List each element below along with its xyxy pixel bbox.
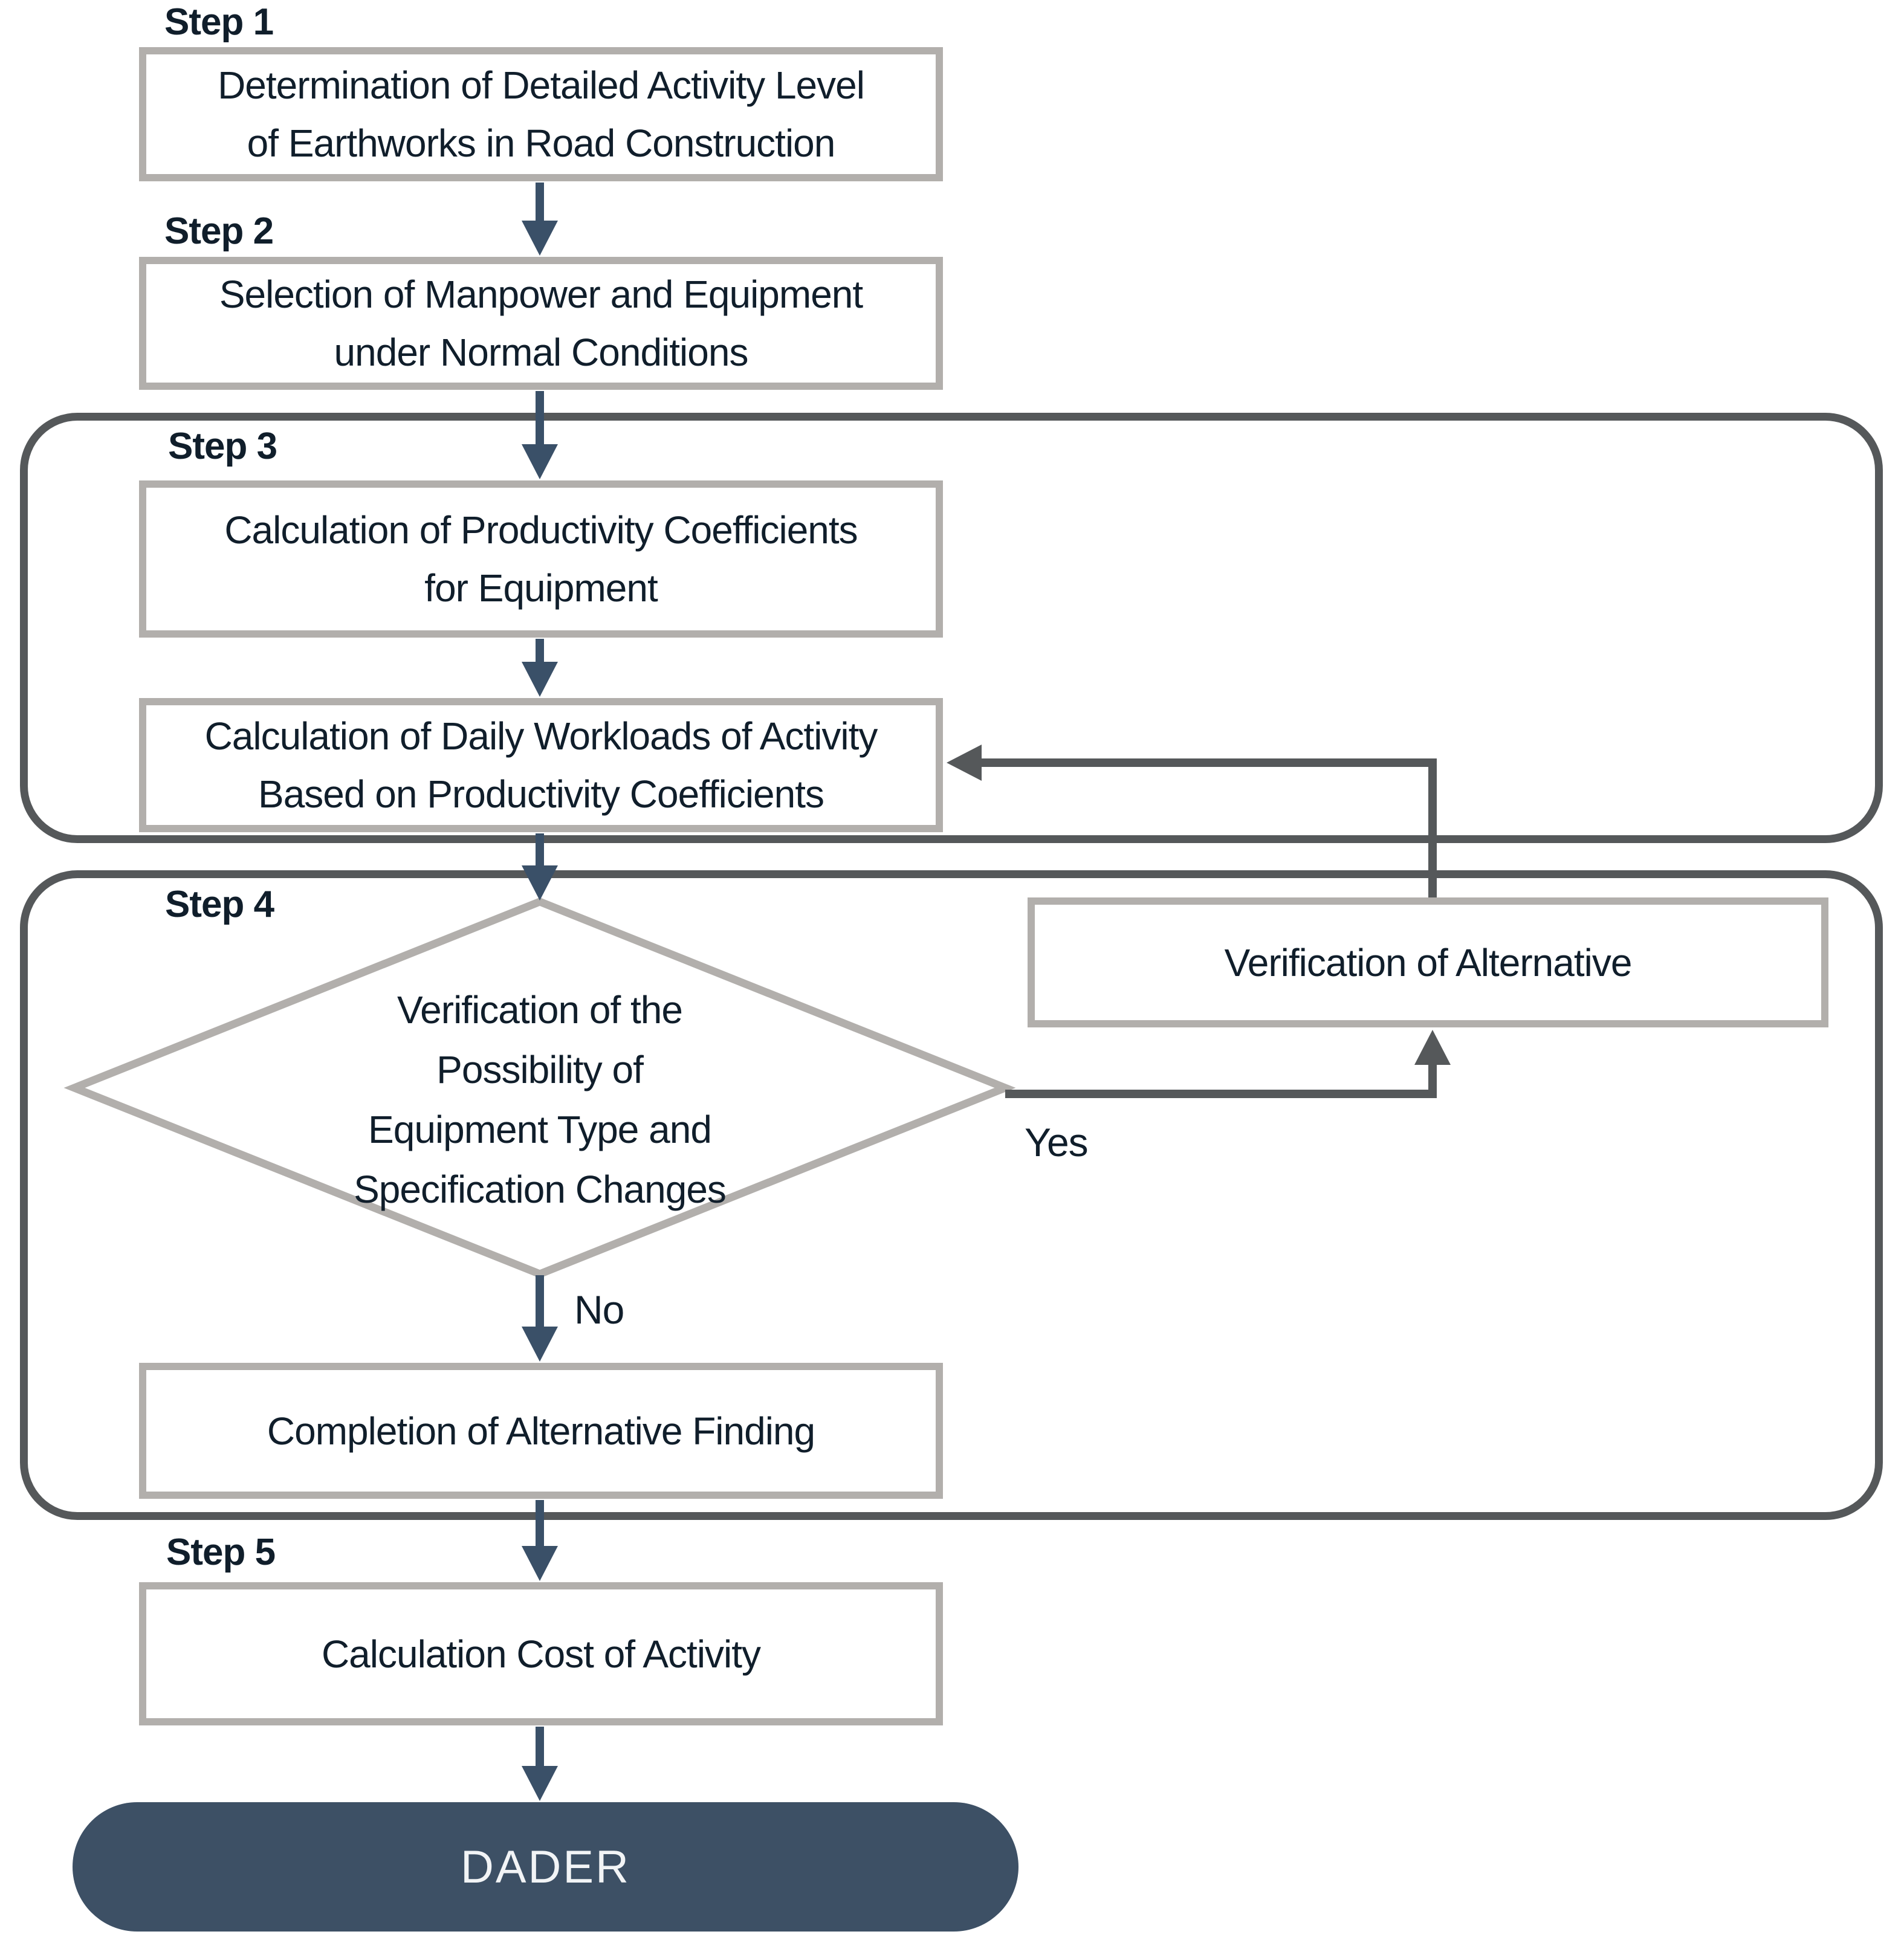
dader-terminal-pill: DADER	[73, 1802, 1018, 1932]
decision-line3: Equipment Type and	[368, 1108, 712, 1151]
step1-box-line2: of Earthworks in Road Construction	[247, 121, 836, 165]
step1-label: Step 1	[164, 1, 274, 43]
step1-process-box: Determination of Detailed Activity Level…	[139, 47, 943, 181]
step3-workload-box: Calculation of Daily Workloads of Activi…	[139, 698, 943, 832]
step5-process-box: Calculation Cost of Activity	[139, 1582, 943, 1725]
workload-box-line2: Based on Productivity Coefficients	[258, 772, 824, 816]
decision-line4: Specification Changes	[354, 1168, 727, 1211]
step1-box-line1: Determination of Detailed Activity Level	[218, 63, 865, 107]
step2-process-box: Selection of Manpower and Equipment unde…	[139, 257, 943, 390]
alternative-box-text: Verification of Alternative	[1224, 940, 1633, 984]
step4-group-container	[20, 870, 1883, 1520]
flow-arrow-step5-to-dader	[522, 1727, 558, 1801]
step3-productivity-box: Calculation of Productivity Coefficients…	[139, 480, 943, 638]
productivity-box-line1: Calculation of Productivity Coefficients	[224, 508, 858, 552]
step4-label: Step 4	[165, 884, 274, 925]
step2-label: Step 2	[164, 210, 274, 252]
step2-box-line1: Selection of Manpower and Equipment	[219, 273, 863, 316]
alternative-verification-box: Verification of Alternative	[1028, 897, 1828, 1027]
workload-box-line1: Calculation of Daily Workloads of Activi…	[204, 714, 878, 758]
step2-box-line2: under Normal Conditions	[334, 331, 749, 374]
completion-box: Completion of Alternative Finding	[139, 1363, 943, 1499]
flow-arrow-step1-to-step2	[522, 183, 558, 256]
decision-line2: Possibility of	[436, 1048, 644, 1091]
productivity-box-line2: for Equipment	[424, 566, 658, 610]
step3-label: Step 3	[168, 425, 277, 467]
step5-label: Step 5	[166, 1531, 276, 1573]
decision-diamond-text: Verification of the Possibility of Equip…	[256, 980, 824, 1220]
dader-label: DADER	[460, 1841, 631, 1893]
decision-line1: Verification of the	[397, 988, 683, 1032]
yes-branch-label: Yes	[1025, 1120, 1089, 1165]
completion-box-text: Completion of Alternative Finding	[267, 1409, 815, 1453]
step5-box-text: Calculation Cost of Activity	[321, 1632, 761, 1676]
no-branch-label: No	[574, 1287, 624, 1332]
